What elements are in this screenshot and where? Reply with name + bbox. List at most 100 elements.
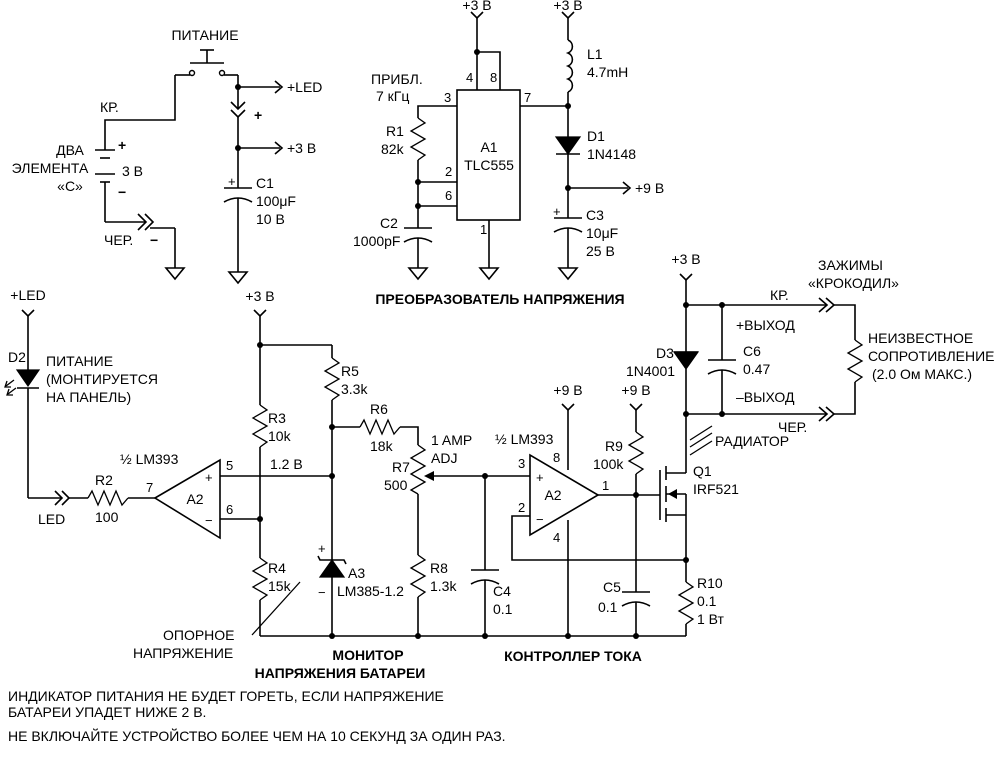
- ref-label-1: ОПОРНОЕ: [163, 627, 235, 643]
- d1-name: D1: [587, 128, 605, 144]
- cur-rail-a: +9 В: [553, 382, 582, 398]
- c3-name: C3: [586, 207, 604, 223]
- freq-line2: 7 кГц: [376, 88, 409, 104]
- d2-led: [15, 369, 41, 388]
- heatsink-label: РАДИАТОР: [715, 433, 789, 449]
- mon-v3-rail: +3 В: [245, 288, 274, 304]
- ref-label-2: НАПРЯЖЕНИЕ: [133, 645, 233, 661]
- a1-pin4: 4: [466, 70, 473, 85]
- r5-name: R5: [341, 363, 359, 379]
- c4-value: 0.1: [493, 601, 513, 617]
- battery: [95, 149, 115, 222]
- c2-value: 1000pF: [353, 233, 400, 249]
- r10-name: R10: [697, 575, 723, 591]
- power-section: ПИТАНИЕ КР. + − ДВА ЭЛЕМЕНТА «C» 3 В ЧЕР…: [12, 27, 322, 284]
- battery-voltage: 3 В: [122, 163, 143, 179]
- c5-name: C5: [603, 579, 621, 595]
- voltage-converter: +3 В A1 TLC555 4 8 3 7 2 6 1 ПРИБЛ. 7 кГ…: [353, 0, 664, 307]
- q1-mosfet: [659, 458, 687, 582]
- cur-a2-half: ½ LM393: [495, 431, 554, 447]
- battery-label-3: «C»: [57, 178, 83, 194]
- d3-part: 1N4001: [626, 363, 675, 379]
- clip-red-label: КР.: [770, 287, 789, 303]
- out-rail-label: +9 В: [635, 180, 664, 196]
- mon-a2-pin5: 5: [226, 458, 233, 473]
- r3-value: 10k: [268, 428, 292, 444]
- a1-pin6: 6: [445, 188, 452, 203]
- cur-a2-pin4: 4: [553, 530, 560, 545]
- a3-name: A3: [348, 565, 365, 581]
- conv-rail-a: +3 В: [462, 0, 491, 13]
- r9-value: 100k: [593, 456, 624, 472]
- r9-name: R9: [605, 438, 623, 454]
- out-neg-label: –ВЫХОД: [736, 389, 795, 405]
- q1-part: IRF521: [693, 481, 739, 497]
- cur-a2-comparator: [529, 453, 600, 537]
- d2-name: D2: [8, 349, 26, 365]
- mon-a2-minus: −: [205, 513, 213, 528]
- l1-value: 4.7mH: [587, 64, 628, 80]
- r7-name: R7: [392, 459, 410, 475]
- r8-name: R8: [430, 560, 448, 576]
- r2-name: R2: [95, 472, 113, 488]
- cur-a2-pin8: 8: [553, 450, 560, 465]
- r7-wiper: [424, 471, 434, 481]
- r1-value: 82k: [381, 141, 405, 157]
- r3-name: R3: [268, 410, 286, 426]
- r10-power: 1 Вт: [697, 611, 725, 627]
- c6-value: 0.47: [743, 361, 770, 377]
- cur-a2-pin2: 2: [518, 500, 525, 515]
- ref-volt-label: 1.2 В: [270, 456, 303, 472]
- adj-line1: 1 AMP: [431, 432, 472, 448]
- c1-voltage: 10 В: [256, 211, 285, 227]
- clips-line2: «КРОКОДИЛ»: [808, 275, 899, 291]
- a1-pin8: 8: [490, 70, 497, 85]
- r6-value: 18k: [370, 438, 394, 454]
- mon-a2-comparator: [153, 458, 221, 540]
- mon-a2-name: A2: [186, 491, 203, 507]
- red-wire-label: КР.: [100, 99, 119, 115]
- l1-name: L1: [587, 46, 603, 62]
- d2-desc2: (МОНТИРУЕТСЯ: [46, 371, 158, 387]
- a1-part: TLC555: [464, 157, 514, 173]
- unknown-line3: (2.0 Ом МАКС.): [872, 366, 972, 382]
- r4-value: 15k: [268, 578, 292, 594]
- notes: ИНДИКАТОР ПИТАНИЯ НЕ БУДЕТ ГОРЕТЬ, ЕСЛИ …: [8, 688, 508, 752]
- a1-pin2: 2: [445, 164, 452, 179]
- current-controller: R7 500 1 AMP ADJ R8 1.3k C4 0.1 A2 ½ LM3…: [384, 251, 995, 664]
- a1-pin3: 3: [444, 90, 451, 105]
- c6-name: C6: [743, 343, 761, 359]
- c3-value: 10μF: [586, 225, 618, 241]
- adj-line2: ADJ: [431, 450, 457, 466]
- clips-line1: ЗАЖИМЫ: [818, 257, 883, 273]
- mon-a2-pin6: 6: [226, 502, 233, 517]
- freq-line1: ПРИБЛ.: [371, 71, 423, 87]
- r4-name: R4: [268, 560, 286, 576]
- a1-name: A1: [480, 139, 497, 155]
- c5-value: 0.1: [598, 599, 618, 615]
- d3-name: D3: [656, 345, 674, 361]
- battery-minus: −: [118, 184, 126, 200]
- connector-plus: +: [254, 107, 262, 123]
- cur-a2-pin1: 1: [602, 478, 609, 493]
- c3-plus: +: [553, 204, 561, 219]
- r5-value: 3.3k: [341, 381, 368, 397]
- battery-label-2: ЭЛЕМЕНТА: [12, 160, 89, 176]
- note-1: ИНДИКАТОР ПИТАНИЯ НЕ БУДЕТ ГОРЕТЬ, ЕСЛИ …: [8, 688, 444, 720]
- c2-name: C2: [380, 215, 398, 231]
- c4-name: C4: [493, 583, 511, 599]
- a1-pin7: 7: [524, 90, 531, 105]
- a3-part: LM385-1.2: [337, 583, 404, 599]
- v3-rail-label: +3 В: [287, 140, 316, 156]
- r1-name: R1: [386, 123, 404, 139]
- monitor-title-1: МОНИТОР: [332, 647, 403, 663]
- a1-pin1: 1: [480, 222, 487, 237]
- out-pos-label: +ВЫХОД: [736, 317, 795, 333]
- led-net-label: LED: [38, 511, 65, 527]
- clip-black-label: ЧЕР.: [778, 419, 807, 435]
- d2-desc1: ПИТАНИЕ: [46, 353, 113, 369]
- mon-a2-plus: +: [205, 470, 213, 485]
- battery-label-1: ДВА: [56, 142, 84, 158]
- monitor-title-2: НАПРЯЖЕНИЯ БАТАРЕИ: [255, 665, 426, 681]
- a3-plus: +: [318, 541, 326, 556]
